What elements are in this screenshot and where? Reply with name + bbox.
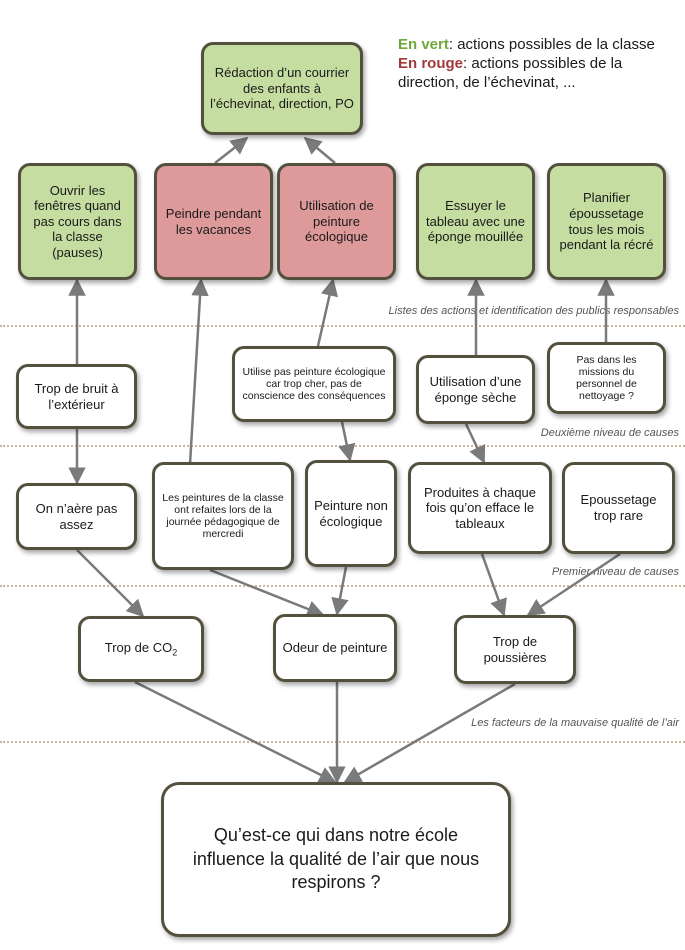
node-trop-de-bruit: Trop de bruit à l’extérieur [16,364,137,429]
legend-green-text: : actions possibles de la classe [448,36,655,53]
node-redaction-courrier: Rédaction d’un courrier des enfants à l’… [201,42,363,135]
arrow-refaites-to-odeur [209,568,325,618]
node-peindre-vacances: Peindre pendant les vacances [154,163,273,280]
node-label: Pas dans les missions du personnel de ne… [576,353,637,403]
node-produites-chaque-fois: Produites à chaque fois qu’on efface le … [408,462,552,554]
node-odeur-peinture: Odeur de peinture [273,614,397,682]
node-label: Utilisation d’une éponge sèche [429,373,522,405]
node-label: Essuyer le tableau avec une éponge mouil… [425,198,526,245]
node-epoussetage-rare: Epoussetage trop rare [562,462,675,554]
separator-second [0,445,685,447]
node-ouvrir-fenetres: Ouvrir les fenêtres quand pas cours dans… [18,163,137,280]
node-peintures-refaites: Les peintures de la classe ont refaites … [152,462,294,570]
legend-green-line: En vert: actions possibles de la classe [398,36,668,55]
level-label-actions: Listes des actions et identification des… [386,305,681,317]
node-utilisation-peinture: Utilisation de peinture écologique [277,163,396,280]
separator-actions [0,325,685,327]
node-label: Epoussetage trop rare [580,492,657,523]
node-label: Trop de CO2 [105,640,177,658]
node-label: Produites à chaque fois qu’on efface le … [423,484,537,531]
arrow-poussieres-to-question [343,682,516,784]
arrow-noneco-to-odeur [331,566,349,616]
legend-red-line: En rouge: actions possibles de la direct… [398,55,668,93]
node-essuyer-tableau: Essuyer le tableau avec une éponge mouil… [416,163,535,280]
node-label: Trop de poussières [483,633,547,665]
arrow-co2-to-question [134,680,337,784]
node-trop-de-poussieres: Trop de poussières [454,615,576,684]
arrow-eponge-to-produites [464,423,486,464]
level-label-second: Deuxième niveau de causes [538,427,681,439]
separator-first [0,585,685,587]
arrow-refaites-to-peindre [188,278,209,465]
node-label: Ouvrir les fenêtres quand pas cours dans… [33,182,122,260]
level-label-first: Premier niveau de causes [549,566,681,578]
node-label: Qu’est-ce qui dans notre école influence… [192,825,480,893]
arrow-aere-to-co2 [76,549,145,618]
node-pas-dans-missions: Pas dans les missions du personnel de ne… [547,342,666,414]
legend-red-text: : actions possibles de la direction, de … [398,54,623,91]
separator-factors [0,741,685,743]
legend-red-key: En rouge [398,54,464,72]
node-label: Peindre pendant les vacances [165,205,262,237]
co2-subscript: 2 [172,647,178,658]
node-label: Planifier époussetage tous les mois pend… [559,190,654,253]
node-label: Les peintures de la classe ont refaites … [162,491,284,541]
co2-main: Trop de CO [104,639,173,655]
node-label: Utilisation de peinture écologique [299,198,374,245]
node-planifier-epoussetage: Planifier époussetage tous les mois pend… [547,163,666,280]
arrow-utilisepas-to-utilisation [316,278,339,347]
legend-green-key: En vert [398,36,449,53]
node-label: On n’aère pas assez [35,500,118,532]
arrow-utilisation-to-redaction [303,136,336,164]
node-label: Peinture non écologique [314,497,388,529]
arrow-peindre-to-redaction [214,136,249,164]
level-label-factors: Les facteurs de la mauvaise qualité de l… [469,717,681,729]
node-trop-de-co2: Trop de CO2 [78,616,204,682]
node-label: Rédaction d’un courrier des enfants à l’… [210,65,354,112]
node-question-centrale: Qu’est-ce qui dans notre école influence… [161,782,511,937]
node-eponge-seche: Utilisation d’une éponge sèche [416,355,535,424]
node-peinture-non-ecologique: Peinture non écologique [305,460,397,567]
legend: En vert: actions possibles de la classe … [398,36,668,92]
node-on-aere-pas: On n’aère pas assez [16,483,137,550]
node-label: Odeur de peinture [282,640,388,656]
node-utilise-pas-peinture: Utilise pas peinture écologique car trop… [232,346,396,422]
arrow-utilisepas-to-noneco [338,421,356,462]
node-label: Utilise pas peinture écologique car trop… [242,365,386,403]
node-label: Trop de bruit à l’extérieur [34,380,119,412]
